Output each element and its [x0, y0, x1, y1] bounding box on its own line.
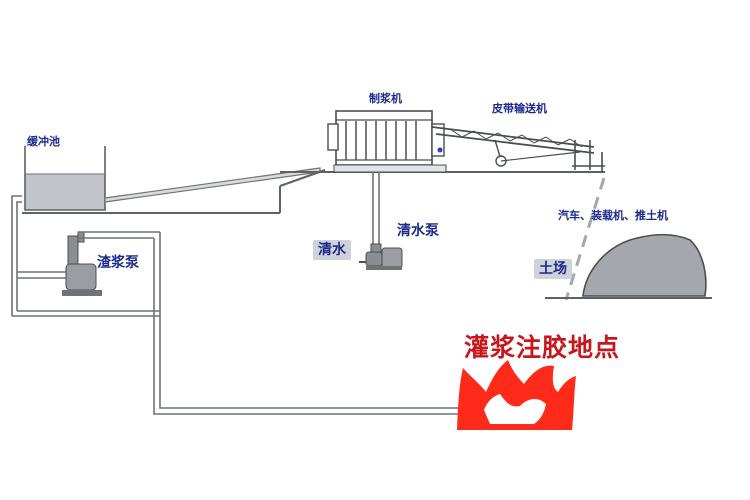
- clean-water-pump-label: 清水泵: [397, 223, 439, 239]
- belt-conveyor-icon: [431, 126, 605, 172]
- slurry-mixer-icon: [327, 110, 447, 173]
- buffer-tank-walls: [24, 146, 106, 211]
- slurry-pump-icon: [62, 231, 160, 296]
- clean-water-pump-icon: [359, 243, 403, 270]
- tank-outlet-pipe: [11, 195, 160, 317]
- dashed-separator: [564, 177, 606, 301]
- buffer-tank-label: 缓冲池: [27, 135, 60, 148]
- clean-water-label: 清水: [313, 240, 351, 260]
- grouting-site-label: 灌浆注胶地点: [464, 333, 621, 362]
- soil-yard-label: 土场: [534, 259, 572, 279]
- slurry-machine-label: 制浆机: [369, 92, 402, 105]
- slurry-pump-label: 渣浆泵: [97, 255, 139, 271]
- buffer-tank: [24, 146, 106, 211]
- belt-conveyor-label: 皮带输送机: [492, 102, 547, 115]
- vehicles-label: 汽车、装载机、推土机: [558, 209, 668, 222]
- delivery-pipe: [153, 232, 462, 415]
- buffer-tank-water: [25, 174, 105, 210]
- slurry-chute: [104, 167, 321, 203]
- fire-icon: [457, 360, 576, 430]
- clean-water-pipe: [372, 172, 380, 248]
- soil-pile-icon: [545, 233, 712, 299]
